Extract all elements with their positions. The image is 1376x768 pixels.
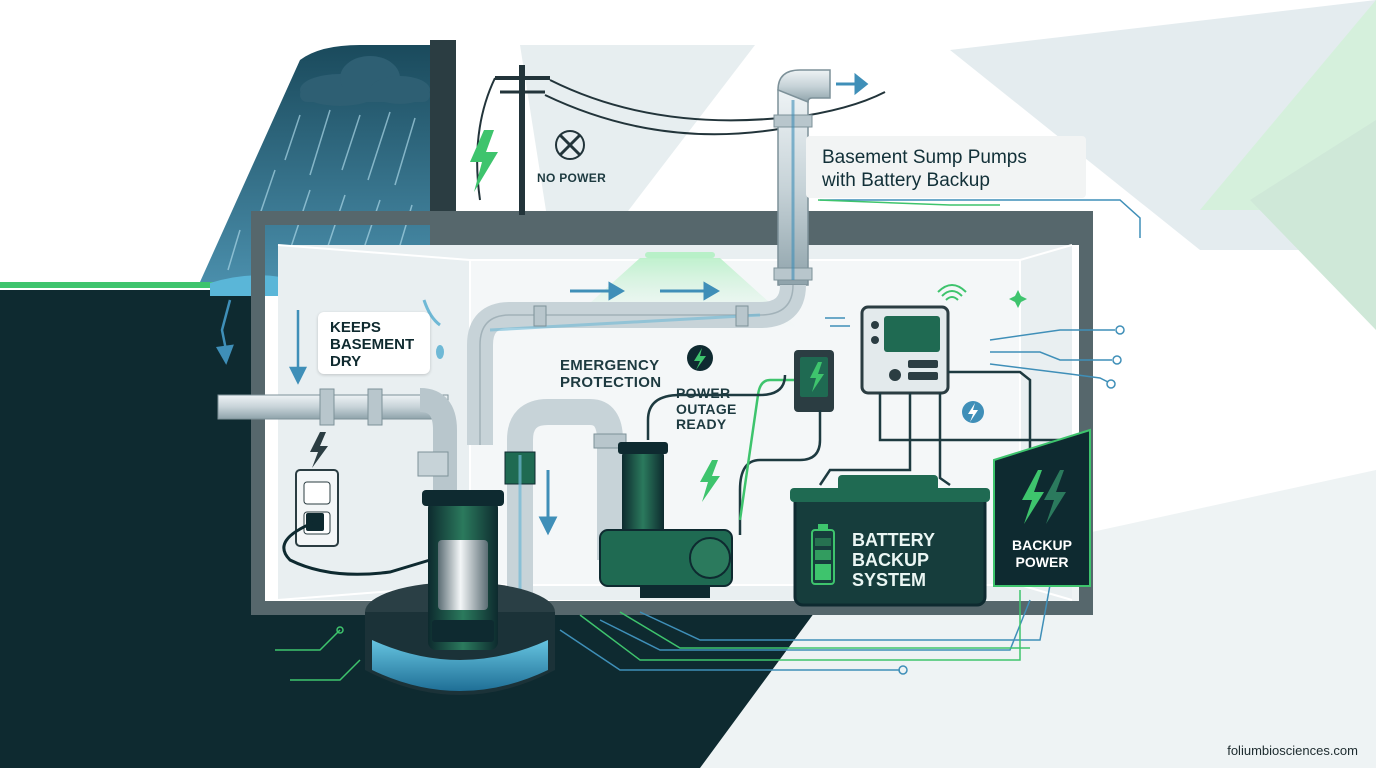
backup-power-panel [993,428,1091,587]
arrow-icon [836,72,869,96]
rain-cloud-icon [300,56,430,106]
primary-pump [422,490,504,650]
backup-pump [599,442,733,598]
wiring [646,370,1060,535]
battery-backup-system-label: BATTERY BACKUP SYSTEM [852,530,935,590]
lightning-bolt-icon [700,460,720,502]
keeps-basement-dry-callout: KEEPS BASEMENT DRY [318,312,430,374]
lightning-bolt-icon [1044,470,1066,524]
keeps-dry-line: KEEPS [330,319,381,336]
power-outage-ready-label: POWER OUTAGE READY [676,385,737,433]
no-power-label: NO POWER [537,171,607,185]
emergency-line: PROTECTION [560,373,662,391]
battery-line: BATTERY [852,530,935,550]
pit-water [372,640,548,691]
title-line-1: Basement Sump Pumps [822,147,1027,168]
backup-power-label: BACKUP POWER [1000,537,1084,571]
emergency-line: EMERGENCY [560,357,660,374]
wifi-signal-icon [937,284,967,301]
battery-line: BACKUP [852,550,930,570]
no-power-x-icon [555,130,585,160]
controller-panel [860,305,950,395]
circuit-lines [275,626,361,681]
outage-line: OUTAGE [676,400,737,417]
battery-level-icon [811,524,835,585]
arrow-icon [216,299,308,385]
battery-line: SYSTEM [852,570,927,590]
secondary-pipe [507,399,623,600]
lightning-bolt-icon [1022,470,1044,524]
backup-line: BACKUP [1012,537,1072,553]
emergency-protection-label: EMERGENCY PROTECTION [560,357,662,392]
sparkle [1009,290,1027,308]
utility-pole [476,65,886,215]
lightning-bolt-icon [310,432,328,468]
arrow-icon [538,470,558,536]
outage-line: POWER [676,385,731,401]
keeps-dry-line: BASEMENT [330,336,415,353]
drip [422,299,444,359]
lightning-bolt-icon [470,130,498,192]
backup-line: POWER [1015,554,1069,570]
discharge-pipe [773,69,831,286]
dark-ground [0,290,820,768]
power-outlet-icon [295,469,339,547]
charger-unit [794,350,834,412]
light-fixture [645,252,715,258]
arrow-icon [570,281,720,301]
circuit-lines [579,199,1030,661]
outage-line: READY [676,416,727,433]
bg-facet [1250,120,1376,330]
title-line-2: with Battery Backup [822,170,990,191]
pump-cord [282,520,431,576]
keeps-dry-line: DRY [330,353,362,370]
ground-line [0,282,250,288]
footer-website[interactable]: foliumbiosciences.com [1227,743,1358,758]
bg-facet [660,470,1376,768]
battery-unit [790,475,990,607]
title-card: Basement Sump Pumps with Battery Backup [806,136,1086,198]
